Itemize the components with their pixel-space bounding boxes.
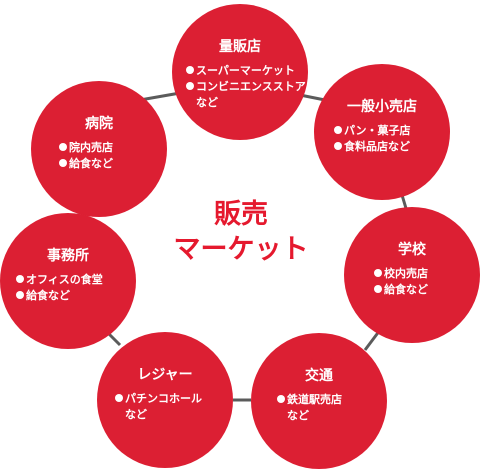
node-leisure: レジャー パチンコホール など	[97, 332, 233, 468]
center-label-line2: マーケット	[173, 234, 309, 265]
node-title: 交通	[305, 368, 333, 384]
node-office: 事務所 オフィスの食堂 給食など	[0, 213, 136, 349]
bullet-dot-icon	[115, 394, 123, 402]
bullet-dot-icon	[334, 126, 342, 134]
bullet-dot-icon	[186, 82, 194, 90]
node-item: 食料品店など	[334, 139, 444, 155]
node-title: 量販店	[219, 39, 261, 55]
node-item-suffix: など	[125, 408, 147, 421]
node-item: 校内売店	[374, 266, 474, 282]
bullet-dot-icon	[374, 285, 382, 293]
bullet-dot-icon	[186, 66, 194, 74]
center-label-line1: 販売	[214, 199, 268, 230]
node-item-suffix: など	[196, 96, 218, 109]
node-item: 給食など	[374, 282, 474, 298]
bullet-dot-icon	[59, 143, 67, 151]
node-school: 学校 校内売店 給食など	[344, 207, 480, 343]
bullet-dot-icon	[374, 269, 382, 277]
node-item: オフィスの食堂	[16, 272, 130, 288]
node-title: 事務所	[47, 248, 89, 264]
node-item: 給食など	[16, 288, 130, 304]
bullet-dot-icon	[16, 275, 24, 283]
bullet-dot-icon	[277, 395, 285, 403]
node-item: 給食など	[59, 156, 161, 172]
node-title: レジャー	[137, 367, 193, 383]
node-title: 一般小売店	[347, 99, 417, 115]
center-label: 販売 マーケット	[141, 197, 341, 267]
node-item: コンビニエンスストア	[186, 79, 306, 95]
node-item: 院内売店	[59, 140, 161, 156]
node-transport: 交通 鉄道駅売店 など	[251, 333, 387, 469]
bullet-dot-icon	[16, 291, 24, 299]
node-item: スーパーマーケット	[186, 63, 302, 79]
node-mass-retailer: 量販店 スーパーマーケット コンビニエンスストア など	[172, 4, 308, 140]
connector-hospital-mass	[139, 91, 181, 102]
node-hospital: 病院 院内売店 給食など	[31, 81, 167, 217]
node-item: パン・菓子店	[334, 123, 444, 139]
node-general-retailer: 一般小売店 パン・菓子店 食料品店など	[314, 64, 450, 200]
node-item: 鉄道駅売店	[277, 392, 381, 408]
node-item-suffix: など	[287, 409, 309, 422]
bullet-dot-icon	[334, 142, 342, 150]
bullet-dot-icon	[59, 159, 67, 167]
node-title: 病院	[85, 116, 113, 132]
node-title: 学校	[398, 242, 426, 258]
node-item: パチンコホール	[115, 391, 227, 407]
